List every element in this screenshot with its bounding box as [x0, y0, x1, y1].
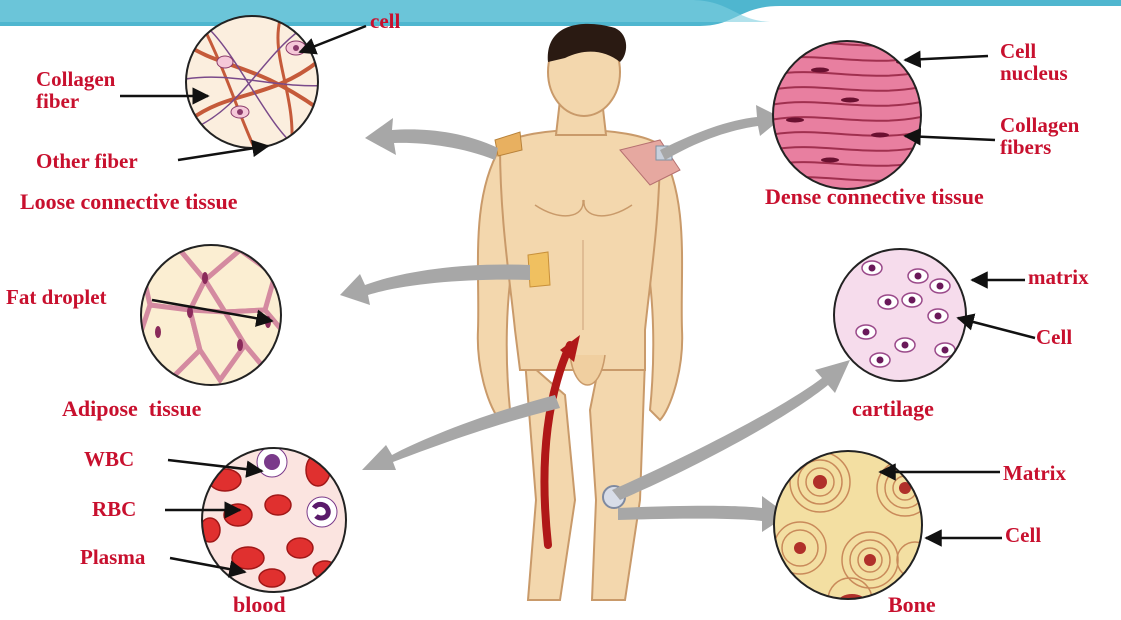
title-cartilage: cartilage — [852, 398, 934, 420]
label-blood-wbc: WBC — [84, 448, 134, 470]
label-adipose-fat-droplet: Fat droplet — [6, 286, 107, 308]
label-blood-plasma: Plasma — [80, 546, 145, 568]
label-dense-cell-nucleus: Cell nucleus — [1000, 40, 1068, 84]
label-loose-other-fiber: Other fiber — [36, 150, 138, 172]
label-bone-matrix: Matrix — [1003, 462, 1066, 484]
title-adipose-tissue: Adipose tissue — [62, 398, 201, 420]
title-loose-connective-tissue: Loose connective tissue — [20, 191, 238, 213]
label-loose-cell: cell — [370, 10, 400, 32]
title-bone: Bone — [888, 594, 936, 616]
title-dense-connective-tissue: Dense connective tissue — [765, 186, 984, 208]
label-blood-rbc: RBC — [92, 498, 136, 520]
label-cartilage-matrix: matrix — [1028, 266, 1089, 288]
title-blood: blood — [233, 594, 286, 616]
dense-connective-tissue-circle — [770, 40, 930, 189]
adipose-tissue-circle — [135, 230, 290, 385]
loose-connective-tissue-circle — [180, 16, 330, 160]
label-dense-collagen-fibers: Collagen fibers — [1000, 114, 1079, 158]
cartilage-circle — [834, 249, 966, 381]
label-bone-cell: Cell — [1005, 524, 1041, 546]
label-loose-collagen-fiber: Collagen fiber — [36, 68, 115, 112]
blood-circle — [200, 447, 346, 592]
label-cartilage-cell: Cell — [1036, 326, 1072, 348]
